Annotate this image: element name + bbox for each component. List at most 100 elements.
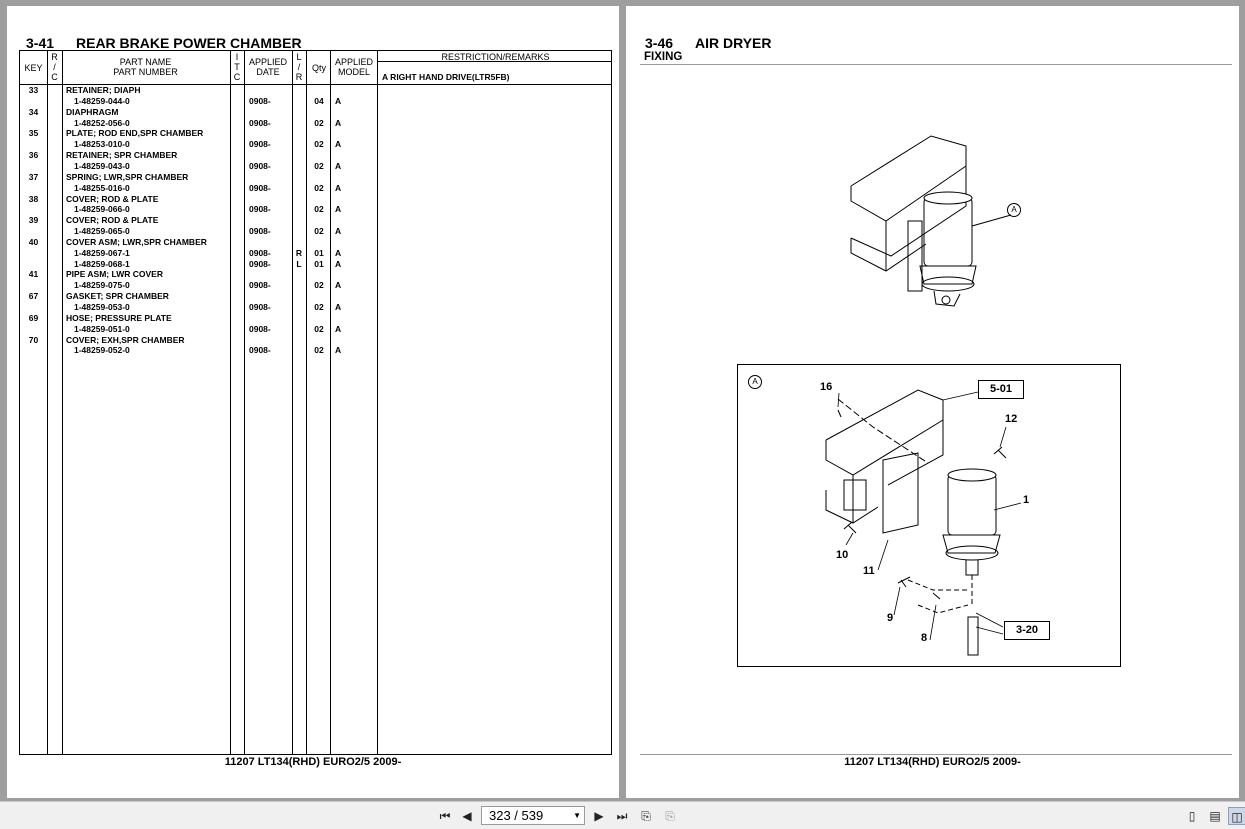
cell-key: 36 (28, 150, 39, 161)
detail-a-frame: A (737, 364, 1121, 667)
next-page-icon[interactable]: ▶ (594, 809, 604, 823)
cell-pn: 1-48259-044-0 (74, 95, 130, 106)
cell-qty: 02 (314, 345, 324, 356)
cell-qty: 01 (314, 247, 324, 258)
cell-name: SPRING; LWR,SPR CHAMBER (66, 171, 189, 182)
cell-qty: 02 (314, 182, 324, 193)
cell-model: A (335, 280, 342, 291)
cell-name: RETAINER; DIAPH (66, 85, 141, 95)
cell-pn: 1-48259-067-1 (74, 247, 130, 258)
cell-date: 0908- (249, 247, 271, 258)
cell-name: HOSE; PRESSURE PLATE (66, 312, 172, 323)
cell-key: 70 (28, 334, 39, 345)
cell-name: COVER ASM; LWR,SPR CHAMBER (66, 236, 207, 247)
header-qty: Qty (311, 63, 326, 73)
cell-name: COVER; ROD & PLATE (66, 215, 159, 226)
cell-key: 69 (28, 312, 39, 323)
cell-name: PLATE; ROD END,SPR CHAMBER (66, 128, 204, 139)
table-row: 40 COVER ASM; LWR,SPR CHAMBER (20, 237, 611, 248)
cell-pn: 1-48252-056-0 (74, 117, 130, 128)
cell-model: A (335, 117, 342, 128)
cell-qty: 01 (314, 258, 324, 269)
cell-qty: 02 (314, 302, 324, 312)
first-page-icon[interactable]: ⏮ (439, 809, 451, 823)
cell-pn: 1-48253-010-0 (74, 139, 130, 150)
detail-a-label: A (748, 375, 762, 389)
cell-date: 0908- (249, 139, 271, 150)
cell-key: 37 (28, 171, 39, 182)
cell-key: 34 (28, 106, 39, 117)
previous-page-icon[interactable]: ◀ (462, 809, 472, 823)
section-title: AIR DRYER (695, 35, 772, 51)
page-number-select[interactable]: 323 / 539 ▼ (481, 806, 585, 825)
cell-pn: 1-48259-052-0 (74, 345, 130, 356)
cell-date: 0908- (249, 345, 271, 356)
cell-name: COVER; ROD & PLATE (66, 193, 159, 204)
cell-key: 40 (28, 236, 39, 247)
continuous-view-icon[interactable]: ▤ (1209, 809, 1221, 823)
detail-a-marker: A (1007, 203, 1021, 217)
air-dryer-exploded-drawing (825, 389, 1022, 656)
page-indicator: 323 / 539 (489, 808, 544, 823)
cell-model: A (335, 345, 342, 356)
cell-date: 0908- (249, 204, 271, 215)
two-page-view-icon[interactable]: ◫ (1228, 807, 1245, 825)
cell-model: A (335, 226, 342, 237)
callout-ref-5-01[interactable]: 5-01 (978, 380, 1024, 399)
cell-pn: 1-48259-068-1 (74, 258, 130, 269)
cell-date: 0908- (249, 95, 271, 106)
cell-pn: 1-48259-075-0 (74, 280, 130, 291)
callout-11: 11 (863, 565, 875, 577)
forward-view-icon[interactable]: ⎘ (665, 809, 675, 823)
cell-date: 0908- (249, 160, 271, 171)
cell-model: A (335, 247, 342, 258)
viewer-toolbar: ⏮ ◀ 323 / 539 ▼ ▶ ⏭ ⎘ ⎘ ▯ ▤ ◫ (0, 801, 1245, 829)
cell-date: 0908- (249, 280, 271, 291)
cell-key: 38 (28, 193, 39, 204)
callout-ref-3-20[interactable]: 3-20 (1004, 621, 1050, 640)
header-lr: L/R (295, 52, 303, 82)
back-view-icon[interactable]: ⎘ (641, 809, 651, 823)
cell-qty: 02 (314, 204, 324, 215)
cell-date: 0908- (249, 226, 271, 237)
cell-date: 0908- (249, 323, 271, 334)
page-footer: 11207 LT134(RHD) EURO2/5 2009- (224, 756, 402, 768)
cell-key: 35 (28, 128, 39, 139)
cell-pn: 1-48259-043-0 (74, 160, 130, 171)
last-page-icon[interactable]: ⏭ (616, 809, 628, 823)
cell-key: 33 (28, 85, 39, 95)
section-title: REAR BRAKE POWER CHAMBER (76, 35, 302, 51)
cell-date: 0908- (249, 302, 271, 312)
section-subtitle: FIXING (644, 51, 683, 63)
cell-model: A (335, 258, 342, 269)
cell-pn: 1-48259-065-0 (74, 226, 130, 237)
cell-date: 0908- (249, 117, 271, 128)
callout-9: 9 (887, 612, 894, 624)
table-row: 36 RETAINER; SPR CHAMBER (20, 150, 611, 161)
table-row: 35 PLATE; ROD END,SPR CHAMBER (20, 128, 611, 139)
cell-name: DIAPHRAGM (66, 106, 119, 117)
single-page-view-icon[interactable]: ▯ (1188, 809, 1196, 823)
cell-model: A (335, 139, 342, 150)
cell-lr: L (296, 258, 302, 269)
callout-12: 12 (1005, 413, 1018, 425)
cell-qty: 02 (314, 160, 324, 171)
cell-name: RETAINER; SPR CHAMBER (66, 150, 178, 161)
cell-name: PIPE ASM; LWR COVER (66, 269, 163, 280)
